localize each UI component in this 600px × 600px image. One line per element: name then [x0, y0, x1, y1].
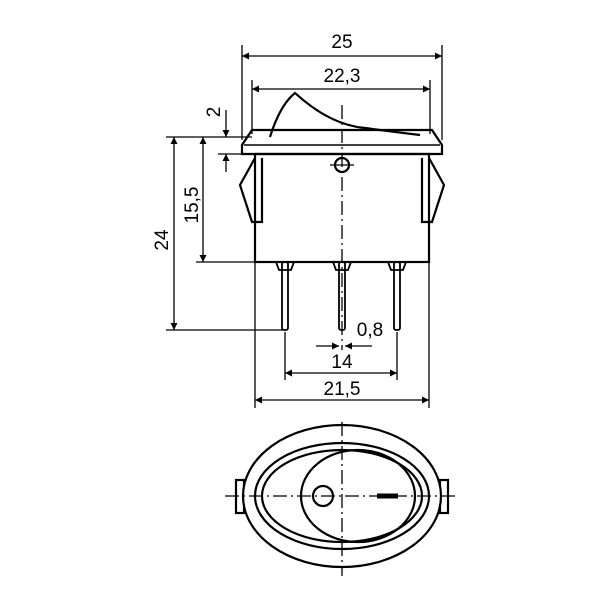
- dim-2: 2: [204, 107, 225, 118]
- flange: [240, 128, 444, 156]
- dim-15-5: 15,5: [182, 187, 203, 224]
- dim-24: 24: [152, 229, 173, 251]
- right-clip: [420, 157, 446, 224]
- rocker: [268, 91, 421, 138]
- dim-25: 25: [331, 32, 352, 53]
- pins: [275, 261, 407, 331]
- dim-14: 14: [331, 352, 353, 373]
- dim-21-5: 21,5: [324, 379, 361, 400]
- dim-0-8: 0,8: [357, 320, 383, 341]
- left-clip: [238, 157, 264, 224]
- dim-22-3: 22,3: [324, 66, 361, 87]
